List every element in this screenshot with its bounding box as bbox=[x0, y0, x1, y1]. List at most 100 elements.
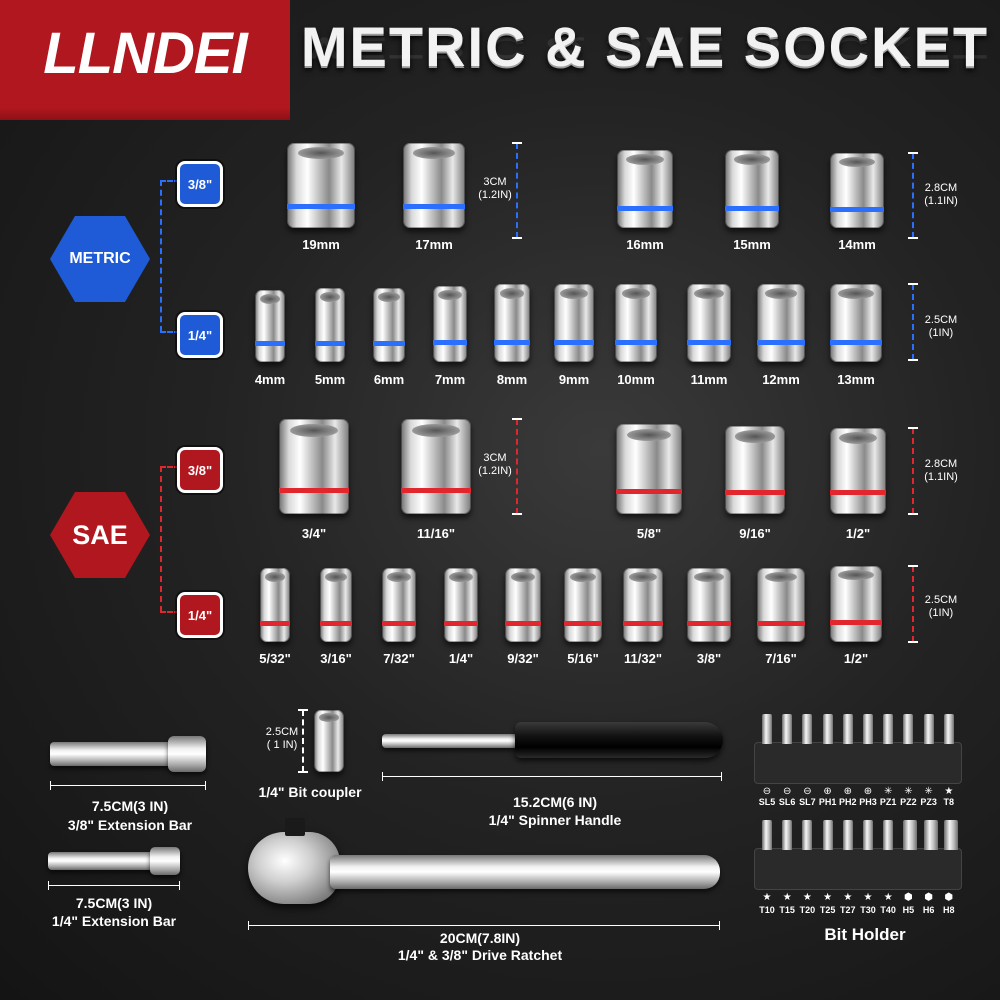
socket-size-label: 1/2" bbox=[845, 526, 871, 541]
socket-size-label: 7/32" bbox=[383, 651, 415, 666]
metric-hex-badge: METRIC bbox=[50, 216, 150, 302]
socket bbox=[830, 428, 886, 514]
socket-size-label: 17mm bbox=[415, 237, 453, 252]
socket-size-label: 5/32" bbox=[259, 651, 291, 666]
socket-color-ring bbox=[725, 489, 785, 495]
screwdriver-bit bbox=[782, 714, 793, 744]
socket bbox=[564, 568, 602, 642]
socket bbox=[725, 426, 785, 514]
screwdriver-bit bbox=[863, 714, 873, 744]
bit-type-icon: ★ bbox=[802, 892, 812, 903]
socket-color-ring bbox=[615, 339, 657, 345]
socket-color-ring bbox=[444, 620, 478, 626]
socket bbox=[554, 284, 594, 362]
socket bbox=[403, 143, 465, 228]
socket-color-ring bbox=[373, 340, 405, 346]
bit-label: T8 bbox=[943, 797, 955, 807]
socket-size-label: 11mm bbox=[690, 372, 728, 387]
socket-size-label: 7/16" bbox=[765, 651, 797, 666]
bit-label: T15 bbox=[779, 905, 795, 915]
sae-1-4-dim-bar bbox=[908, 565, 918, 643]
socket-color-ring bbox=[403, 204, 465, 210]
socket-color-ring bbox=[505, 620, 541, 626]
bit-type-icon: ⊕ bbox=[843, 786, 852, 797]
screwdriver-bit bbox=[822, 820, 833, 850]
brand-logo: LLNDEI bbox=[43, 21, 247, 86]
socket-color-ring bbox=[401, 488, 471, 494]
ratchet-handle bbox=[330, 855, 720, 889]
socket bbox=[287, 143, 355, 228]
spinner-handle-grip bbox=[515, 722, 723, 758]
ratchet-name: 1/4" & 3/8" Drive Ratchet bbox=[397, 947, 563, 963]
bit-label: PZ2 bbox=[900, 797, 917, 807]
socket-size-label: 5mm bbox=[314, 372, 346, 387]
ratchet-drive-square bbox=[285, 818, 305, 836]
socket-size-label: 14mm bbox=[838, 237, 876, 252]
bit-label: T40 bbox=[880, 905, 896, 915]
screwdriver-bit bbox=[883, 820, 894, 850]
extension-bar-1-4-measure bbox=[48, 881, 180, 890]
bit-label: H5 bbox=[902, 905, 915, 915]
screwdriver-bit bbox=[903, 820, 918, 850]
spinner-handle-shaft bbox=[382, 734, 527, 748]
metric-3-8-large-dim-bar bbox=[512, 142, 522, 239]
metric-connector-bottom bbox=[160, 331, 180, 333]
sae-3-8-small-dim-bar bbox=[908, 427, 918, 515]
bit-label: T10 bbox=[759, 905, 775, 915]
bit-coupler-dim: 2.5CM ( 1 IN) bbox=[265, 726, 299, 751]
socket bbox=[830, 284, 882, 362]
socket bbox=[279, 419, 349, 514]
extension-bar-3-8-size: 7.5CM(3 IN) bbox=[91, 798, 169, 814]
bit-type-icon: ★ bbox=[823, 892, 833, 903]
bit-coupler-dim-bar bbox=[298, 709, 308, 773]
socket-size-label: 9/16" bbox=[739, 526, 771, 541]
bit-type-icon: ★ bbox=[883, 892, 893, 903]
socket-color-ring bbox=[725, 205, 779, 211]
socket-size-label: 12mm bbox=[762, 372, 800, 387]
extension-bar-3-8-measure bbox=[50, 781, 206, 790]
socket bbox=[494, 284, 530, 362]
metric-1-4-dim-bar bbox=[908, 283, 918, 361]
socket bbox=[687, 568, 731, 642]
socket bbox=[725, 150, 779, 228]
extension-bar-1-4-head bbox=[150, 847, 180, 875]
metric-connector-top bbox=[160, 180, 180, 182]
screwdriver-bit bbox=[923, 820, 938, 850]
socket-color-ring bbox=[315, 340, 345, 346]
socket-color-ring bbox=[554, 339, 594, 345]
socket-color-ring bbox=[617, 205, 673, 211]
screwdriver-bit bbox=[842, 714, 853, 744]
socket-color-ring bbox=[320, 620, 352, 626]
socket-size-label: 9/32" bbox=[507, 651, 539, 666]
socket bbox=[616, 424, 682, 514]
bit-label: PH2 bbox=[839, 797, 857, 807]
screwdriver-bit bbox=[782, 820, 793, 850]
sae-connector-bottom bbox=[160, 611, 180, 613]
ratchet-size: 20CM(7.8IN) bbox=[439, 930, 521, 946]
socket-size-label: 11/16" bbox=[417, 526, 455, 541]
socket-size-label: 11/32" bbox=[624, 651, 662, 666]
socket-size-label: 15mm bbox=[733, 237, 771, 252]
spinner-handle-name: 1/4" Spinner Handle bbox=[488, 812, 622, 828]
bit-label: SL6 bbox=[778, 797, 796, 807]
bit-type-icon: ⊖ bbox=[782, 786, 792, 797]
socket-size-label: 6mm bbox=[373, 372, 405, 387]
bit-label: PH3 bbox=[859, 797, 877, 807]
socket-color-ring bbox=[564, 620, 602, 626]
bit-type-icon: ★ bbox=[782, 892, 792, 903]
socket-color-ring bbox=[830, 620, 882, 626]
sae-1-4-dim: 2.5CM (1IN) bbox=[924, 594, 958, 619]
socket-color-ring bbox=[382, 620, 416, 626]
ratchet-measure bbox=[248, 921, 720, 930]
socket-size-label: 19mm bbox=[302, 237, 340, 252]
screwdriver-bit bbox=[903, 714, 914, 744]
screwdriver-bit bbox=[762, 714, 772, 744]
bit-holder-name: Bit Holder bbox=[824, 925, 906, 944]
bit-type-icon: ⊕ bbox=[863, 786, 873, 797]
bit-type-icon: ★ bbox=[843, 892, 853, 903]
socket-size-label: 5/8" bbox=[636, 526, 662, 541]
socket-size-label: 4mm bbox=[254, 372, 286, 387]
screwdriver-bit bbox=[923, 714, 934, 744]
socket bbox=[830, 566, 882, 642]
bit-label: PH1 bbox=[818, 797, 837, 807]
